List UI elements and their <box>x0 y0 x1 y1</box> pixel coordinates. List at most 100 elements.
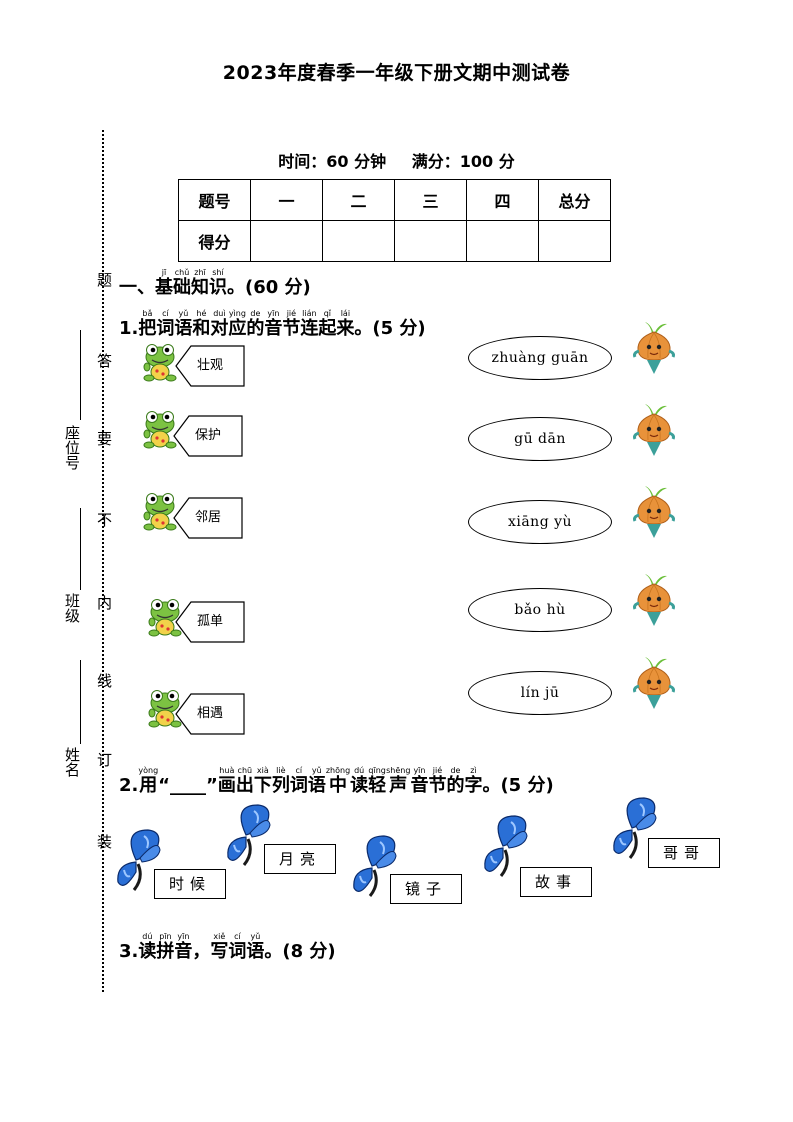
pinyin-option[interactable]: gū dān <box>468 417 612 461</box>
hanzi: 词 <box>228 941 247 962</box>
butterfly-icon <box>610 796 662 866</box>
pinyin: chū <box>237 766 253 775</box>
word-card-label: 相遇 <box>196 706 223 721</box>
word-card-label: 保护 <box>194 428 221 443</box>
word-card[interactable]: 邻居 <box>173 497 243 539</box>
word-card[interactable]: 相遇 <box>175 693 245 735</box>
pinyin: chǔ <box>174 268 190 277</box>
hanzi: 把 <box>138 318 157 339</box>
hanzi: 连 <box>300 318 319 339</box>
score-cell[interactable] <box>322 220 395 262</box>
pinyin <box>119 309 138 318</box>
hanzi: 应 <box>228 318 247 339</box>
score-cell[interactable] <box>466 220 539 262</box>
score-cell[interactable] <box>538 220 611 262</box>
hanzi: 读 <box>138 941 157 962</box>
pinyin-option[interactable]: bǎo hù <box>468 588 612 632</box>
pinyin <box>192 932 210 941</box>
q1-score: 。(5 分) <box>354 318 426 339</box>
word-card[interactable]: 孤单 <box>175 601 245 643</box>
pinyin: dú <box>354 766 365 775</box>
butterfly-icon <box>224 803 276 873</box>
score-cell[interactable] <box>250 220 323 262</box>
pinyin: yǔ <box>311 766 322 775</box>
pinyin: jī <box>161 268 167 277</box>
hanzi: 语 <box>174 318 193 339</box>
score-table-header-cell: 二 <box>322 179 395 221</box>
word-box[interactable]: 月亮 <box>264 844 336 874</box>
pinyin: yìng <box>228 309 246 318</box>
class-label: 班级 <box>63 593 81 623</box>
hanzi: 一、 <box>119 277 155 298</box>
pinyin <box>119 766 138 775</box>
exam-info: 时间：60 分钟 满分：100 分 <box>0 148 793 172</box>
page-title: 2023年度春季一年级下册文期中测试卷 <box>222 62 571 84</box>
word-box[interactable]: 故事 <box>520 867 592 897</box>
q3-score: 。(8 分) <box>264 941 336 962</box>
pinyin: yīn <box>267 309 280 318</box>
pinyin: zì <box>470 766 477 775</box>
hanzi: 读 <box>350 775 369 796</box>
name-field[interactable] <box>80 660 81 744</box>
hanzi: 下 <box>253 775 272 796</box>
hanzi: 2. <box>119 775 139 796</box>
binding-dotted-line <box>102 130 104 992</box>
hanzi: “____” <box>158 775 218 796</box>
hanzi: 基 <box>155 277 173 298</box>
word-card[interactable]: 壮观 <box>175 345 245 387</box>
hanzi: 出 <box>235 775 254 796</box>
score-cell[interactable] <box>394 220 467 262</box>
pinyin: zhōng <box>325 766 351 775</box>
pinyin <box>119 932 138 941</box>
hanzi: 知 <box>191 277 209 298</box>
time-label: 时间：60 分钟 <box>278 152 387 171</box>
butterfly-icon <box>114 828 166 898</box>
pinyin: yǔ <box>250 932 261 941</box>
seal-char: 装 <box>95 834 113 849</box>
hanzi: 音 <box>264 318 283 339</box>
onion-character-icon <box>631 320 677 380</box>
score-table-header-cell: 三 <box>394 179 467 221</box>
word-box[interactable]: 时候 <box>154 869 226 899</box>
hanzi: 音 <box>174 941 193 962</box>
pinyin: qīng <box>368 766 386 775</box>
pinyin: cí <box>234 932 241 941</box>
pinyin-option[interactable]: lín jū <box>468 671 612 715</box>
seal-char: 订 <box>95 752 113 767</box>
hanzi: 字 <box>464 775 483 796</box>
pinyin: yīn <box>177 932 190 941</box>
onion-character-icon <box>631 484 677 544</box>
pinyin: de <box>450 766 461 775</box>
word-box[interactable]: 镜子 <box>390 874 462 904</box>
score-row-label: 得分 <box>178 220 251 262</box>
score-table-score-row: 得分 <box>178 220 611 262</box>
pinyin: jié <box>432 766 443 775</box>
class-field[interactable] <box>80 508 81 590</box>
pinyin: yǔ <box>178 309 189 318</box>
hanzi: 起 <box>318 318 337 339</box>
hanzi: 写 <box>210 941 229 962</box>
pinyin <box>119 268 155 277</box>
hanzi: 中 <box>328 775 347 796</box>
pinyin <box>158 766 218 775</box>
pinyin: bǎ <box>142 309 153 318</box>
pinyin-option[interactable]: zhuàng guān <box>468 336 612 380</box>
q2-score: 。(5 分) <box>482 775 554 796</box>
pinyin: xià <box>256 766 269 775</box>
frog-icon <box>146 598 184 642</box>
frog-icon <box>141 343 179 387</box>
frog-icon <box>146 689 184 733</box>
hanzi: 识 <box>209 277 227 298</box>
word-box[interactable]: 哥哥 <box>648 838 720 868</box>
pinyin: pīn <box>159 932 172 941</box>
butterfly-icon <box>481 814 533 884</box>
name-label: 姓名 <box>63 747 81 777</box>
pinyin: lái <box>340 309 351 318</box>
word-card[interactable]: 保护 <box>173 415 243 457</box>
hanzi: 3. <box>119 941 139 962</box>
seat-number-field[interactable] <box>80 330 81 420</box>
pinyin-option[interactable]: xiāng yù <box>468 500 612 544</box>
